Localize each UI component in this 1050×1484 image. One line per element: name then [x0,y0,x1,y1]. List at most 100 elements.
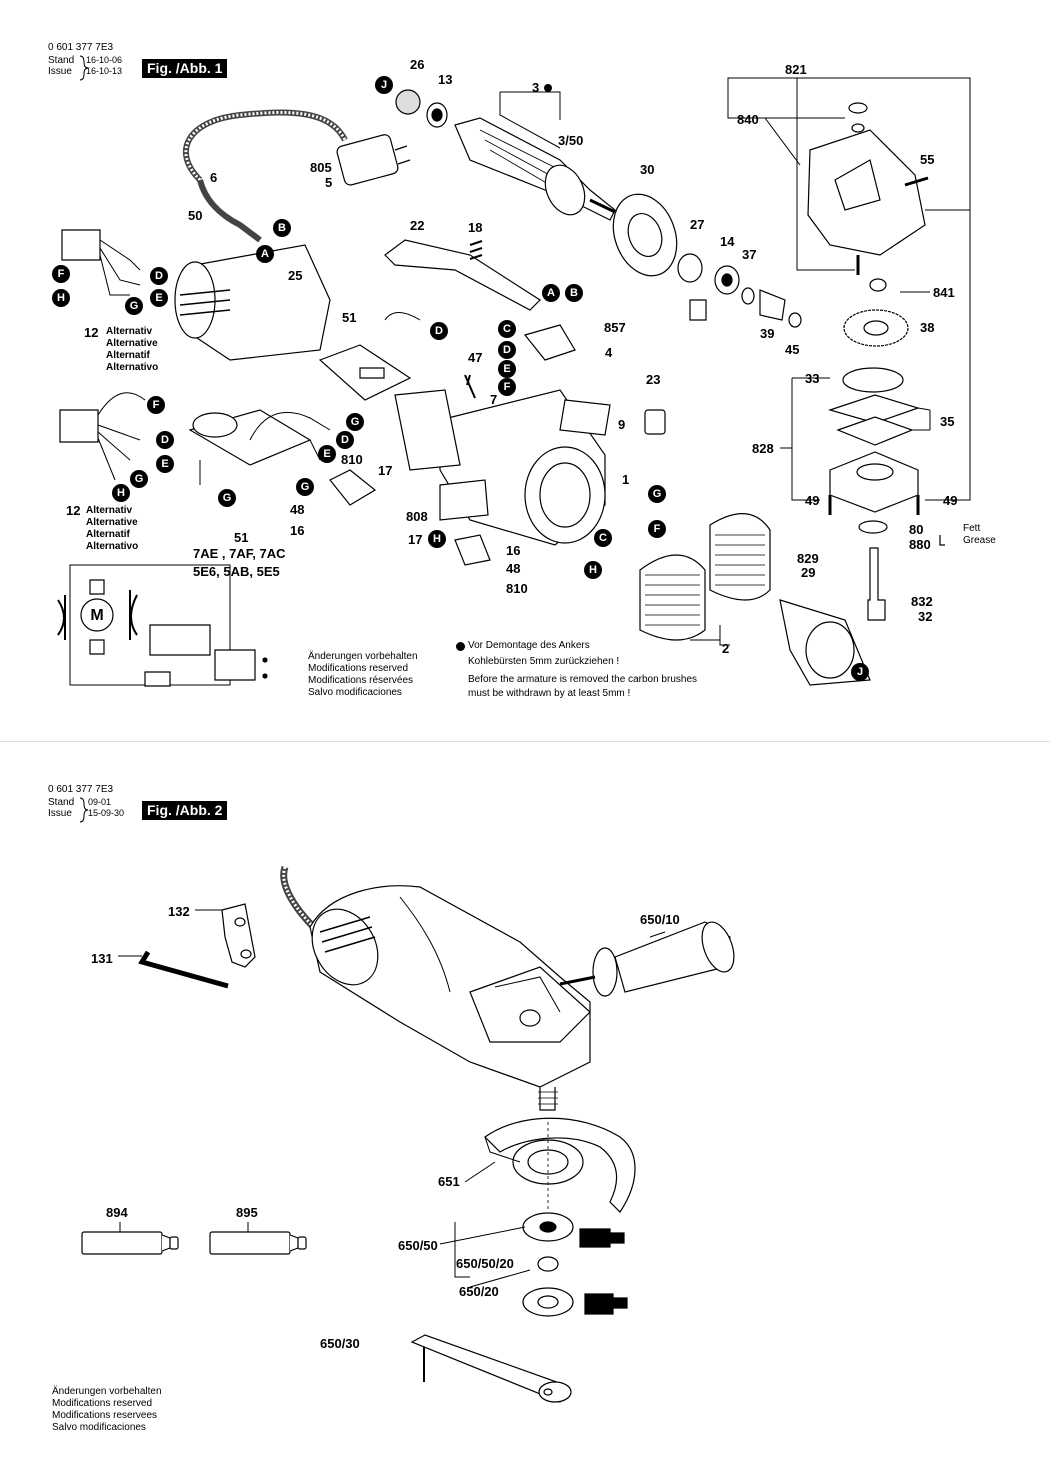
connector-marker: F [498,378,516,396]
part-label: 810 [341,452,363,467]
field-coil [640,514,770,640]
part-label: 30 [640,162,655,177]
part-label: 27 [690,217,705,232]
connector-marker: A [542,284,560,302]
part-label: 4 [605,345,613,360]
part-label: 650/50 [398,1238,438,1253]
connector-marker: F [147,396,165,414]
connector-marker: G [648,485,666,503]
part-label: 29 [801,565,816,580]
clamping-plate [222,904,255,967]
part-label: 48 [506,561,521,576]
exploded-view-drawing-2 [0,742,1050,1484]
connector-marker: D [150,267,168,285]
connector-marker: G [125,297,143,315]
armature-note: must be withdrawn by at least 5mm ! [468,688,631,699]
alt-label: Alternativo [86,541,139,552]
part-label: 857 [604,320,626,335]
connector-marker: B [565,284,583,302]
connector-marker: C [594,529,612,547]
connector-marker: E [156,455,174,473]
part-label: 49 [943,493,958,508]
modifications-note: Salvo modificaciones [308,687,402,698]
part-label: 840 [737,112,759,127]
connector-marker: H [584,561,602,579]
bearing-26 [396,90,420,114]
alt-label: Alternativ [86,505,133,516]
modifications-note: Modifications reserved [308,663,409,674]
two-pin-spanner [412,1335,571,1402]
connector-marker: D [498,341,516,359]
part-label: 808 [406,509,428,524]
part-label: 17 [408,532,423,547]
connector-marker: D [430,322,448,340]
alt-label: Alternativo [106,362,159,373]
armature-note: Before the armature is removed the carbo… [468,674,698,685]
switch-rod [385,240,540,310]
part-label: 32 [918,609,933,624]
connector-marker: H [428,530,446,548]
part-label: 12 [84,325,99,340]
side-handle [560,918,740,996]
part-label: 80 [909,522,924,537]
power-cord [186,113,410,240]
part-label: 895 [236,1205,258,1220]
part-label: 49 [805,493,820,508]
part-label: 26 [410,57,425,72]
armature [455,118,615,221]
part-label: 829 [797,551,819,566]
modifications-note: Modifications reservees [52,1410,158,1421]
part-label: 828 [752,441,774,456]
connector-marker: E [318,445,336,463]
part-label: 841 [933,285,955,300]
part-label: 3 [532,80,540,95]
part-label: 16 [506,543,521,558]
modifications-note: Modifications réservées [308,675,414,686]
alt-label: Alternativ [106,326,153,337]
connector-marker: E [498,360,516,378]
hex-key [142,952,228,986]
part-label: 17 [378,463,393,478]
housing-cover [175,245,330,360]
connector-marker: J [375,76,393,94]
grease-tube-895 [210,1232,306,1254]
part-label: 22 [410,218,425,233]
part-number: 0 601 377 7E3 [48,784,114,795]
part-label: 6 [210,170,218,185]
figure-2-sheet: 0 601 377 7E3 Stand Issue 09-01 15-09-30… [0,742,1050,1484]
part-label: 50 [188,208,203,223]
connector-marker: B [273,219,291,237]
alt-label: Alternative [86,517,138,528]
motor-symbol: M [90,607,104,624]
variant-label: 5E6, 5AB, 5E5 [193,564,280,579]
angle-grinder [284,867,590,1110]
part-label: 14 [720,234,735,249]
part-label: 16 [290,523,305,538]
bullet-marker [544,84,552,92]
part-label: 47 [468,350,483,365]
part-label: 3/50 [558,133,584,148]
part-label: 880 [909,537,931,552]
part-label: 5 [325,175,333,190]
connector-marker: H [52,289,70,307]
part-label: 132 [168,904,190,919]
alt-label: Alternative [106,338,158,349]
connector-marker: C [498,320,516,338]
part-label: 38 [920,320,935,335]
figure-label: Fig. /Abb. 1 [142,59,228,78]
variant-label: 7AE , 7AF, 7AC [193,546,286,561]
issue-label: Issue [48,808,72,819]
part-label: 23 [646,372,661,387]
part-label: 51 [234,530,249,545]
part-label: 7 [490,392,498,407]
part-label: 821 [785,62,807,77]
part-label: 650/50/20 [456,1256,514,1271]
part-label: 810 [506,581,528,596]
bullet-marker [456,642,465,651]
fett-label: Fett [963,523,981,534]
stand-label: Stand [48,55,75,66]
connector-marker: G [130,470,148,488]
part-label: 1 [622,472,630,487]
part-label: 805 [310,160,332,175]
issue-date: 16-10-13 [86,66,123,76]
